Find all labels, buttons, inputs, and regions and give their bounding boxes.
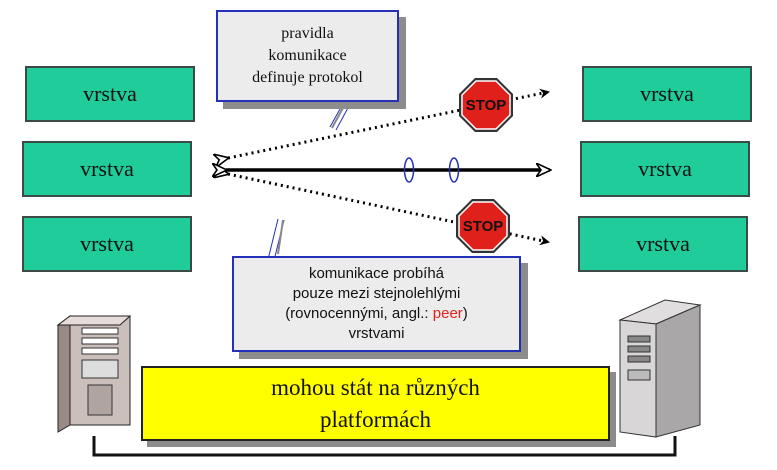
stop-sign-upper: STOP xyxy=(459,78,513,132)
left-layer-3: vrstva xyxy=(22,216,192,272)
network-link xyxy=(92,436,677,457)
callout-line: (rovnocennými, angl.: peer) xyxy=(285,304,468,324)
platform-line: platformách xyxy=(319,406,432,432)
left-layer-2: vrstva xyxy=(22,141,192,197)
platform-line: mohou stát na různých xyxy=(271,374,480,400)
upper-dotted-arrow xyxy=(228,92,548,158)
callout-line: definuje protokol xyxy=(252,69,363,86)
callout-line: pouze mezi stejnolehlými xyxy=(292,285,461,302)
left-layer-1: vrstva xyxy=(25,66,195,122)
callout-text: (rovnocennými, angl.: xyxy=(285,305,433,322)
layer-label: vrstva xyxy=(80,231,134,256)
stop-label: STOP xyxy=(466,97,507,114)
peer-communication-callout: komunikace probíhá pouze mezi stejnolehl… xyxy=(232,256,521,352)
pipe-ring-icon xyxy=(403,157,415,183)
right-layer-3: vrstva xyxy=(578,216,748,272)
callout-line: vrstvami xyxy=(348,325,405,342)
server-tower-icon xyxy=(618,299,702,438)
right-layer-2: vrstva xyxy=(580,141,750,197)
callout-line: komunikace xyxy=(268,47,347,64)
layer-label: vrstva xyxy=(640,81,694,106)
lower-dotted-arrow xyxy=(228,174,548,242)
platform-box: mohou stát na různých platformách xyxy=(141,366,610,441)
pipe-ring-icon xyxy=(448,157,460,183)
right-layer-1: vrstva xyxy=(582,66,752,122)
protocol-callout: pravidla komunikace definuje protokol xyxy=(216,10,399,102)
stop-sign-lower: STOP xyxy=(456,199,510,253)
callout-line: pravidla xyxy=(281,25,334,42)
callout-line: komunikace probíhá xyxy=(308,265,445,282)
layer-label: vrstva xyxy=(638,156,692,181)
layer-label: vrstva xyxy=(636,231,690,256)
callout-bottom-tail xyxy=(277,219,284,255)
callout-text: ) xyxy=(462,305,468,322)
layer-label: vrstva xyxy=(80,156,134,181)
layer-label: vrstva xyxy=(83,81,137,106)
peer-term: peer xyxy=(432,305,463,322)
stop-label: STOP xyxy=(463,218,504,235)
server-tower-icon xyxy=(56,315,132,433)
